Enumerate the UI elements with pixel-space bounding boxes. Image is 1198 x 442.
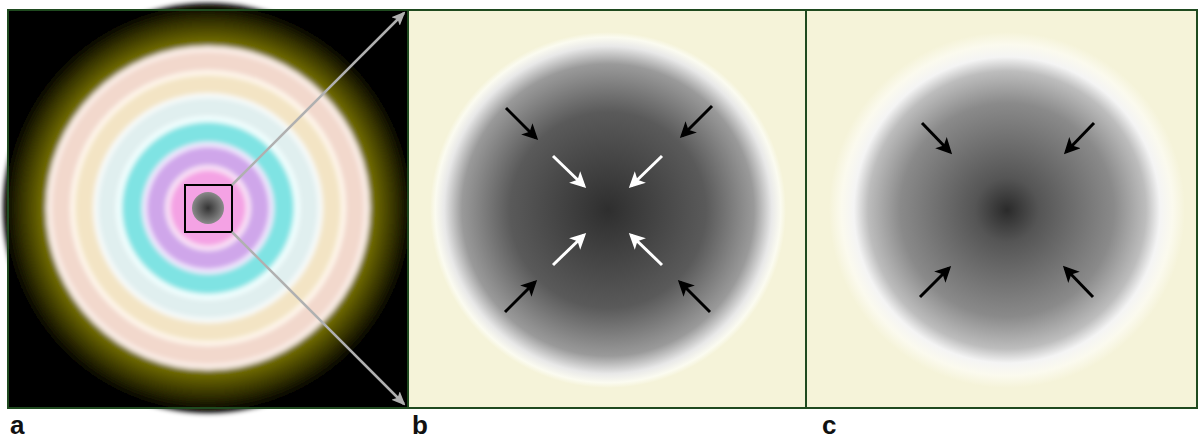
panel-frames	[8, 10, 1197, 408]
inner-infall-arrows	[553, 156, 662, 265]
collapsing-core	[430, 32, 786, 388]
infall-arrows	[920, 123, 1094, 297]
panel-letter: c	[822, 412, 836, 438]
zoom-leaders	[232, 13, 404, 404]
zoom-box	[185, 185, 232, 232]
panel-letter: b	[412, 412, 428, 438]
neutron-core	[829, 32, 1185, 388]
panel-letter: a	[10, 412, 24, 438]
panel-c-ground	[807, 10, 1198, 408]
infall-arrows	[505, 106, 712, 312]
concentric-shells	[3, 3, 413, 413]
panel-b-ground	[409, 10, 806, 408]
core	[192, 192, 224, 224]
